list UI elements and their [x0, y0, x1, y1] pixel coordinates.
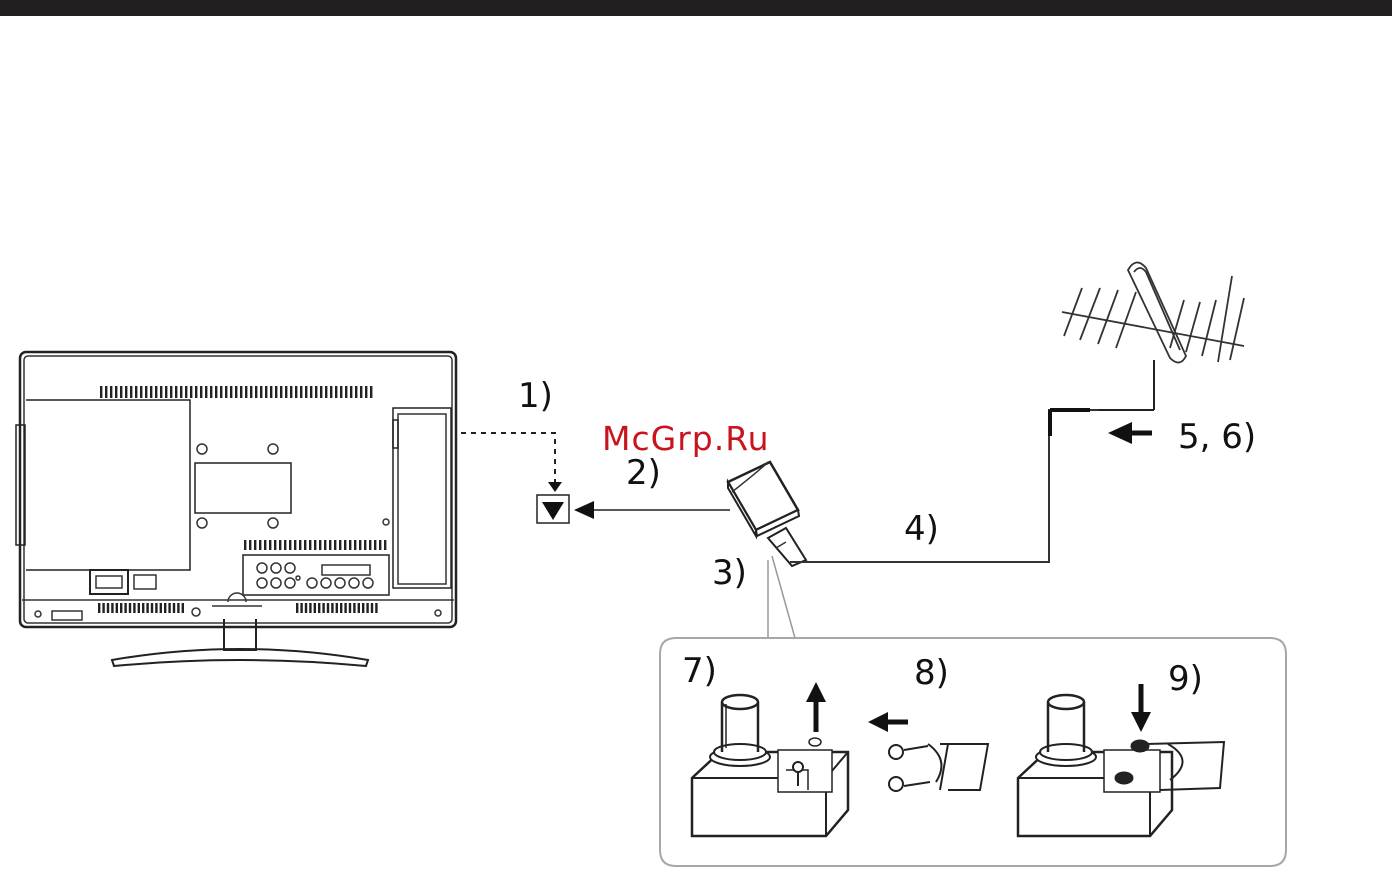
step-2-label: 2)	[626, 453, 661, 493]
step-7-label: 7)	[682, 651, 717, 691]
antenna-plug-icon	[728, 462, 806, 566]
antenna-icon	[1062, 262, 1244, 362]
tv-rear-icon	[16, 352, 456, 666]
step-5-6-label: 5, 6)	[1178, 417, 1256, 457]
arrow-left-icon	[1108, 422, 1152, 444]
step-4-label: 4)	[904, 509, 939, 549]
dotted-connection	[461, 433, 562, 492]
rf-socket-icon	[537, 495, 569, 523]
step-3-label: 3)	[712, 553, 747, 593]
step-8-label: 8)	[914, 653, 949, 693]
arrow-left-icon	[574, 501, 730, 519]
step-9-label: 9)	[1168, 659, 1203, 699]
watermark: McGrp.Ru	[602, 419, 770, 458]
step-1-label: 1)	[518, 376, 553, 416]
